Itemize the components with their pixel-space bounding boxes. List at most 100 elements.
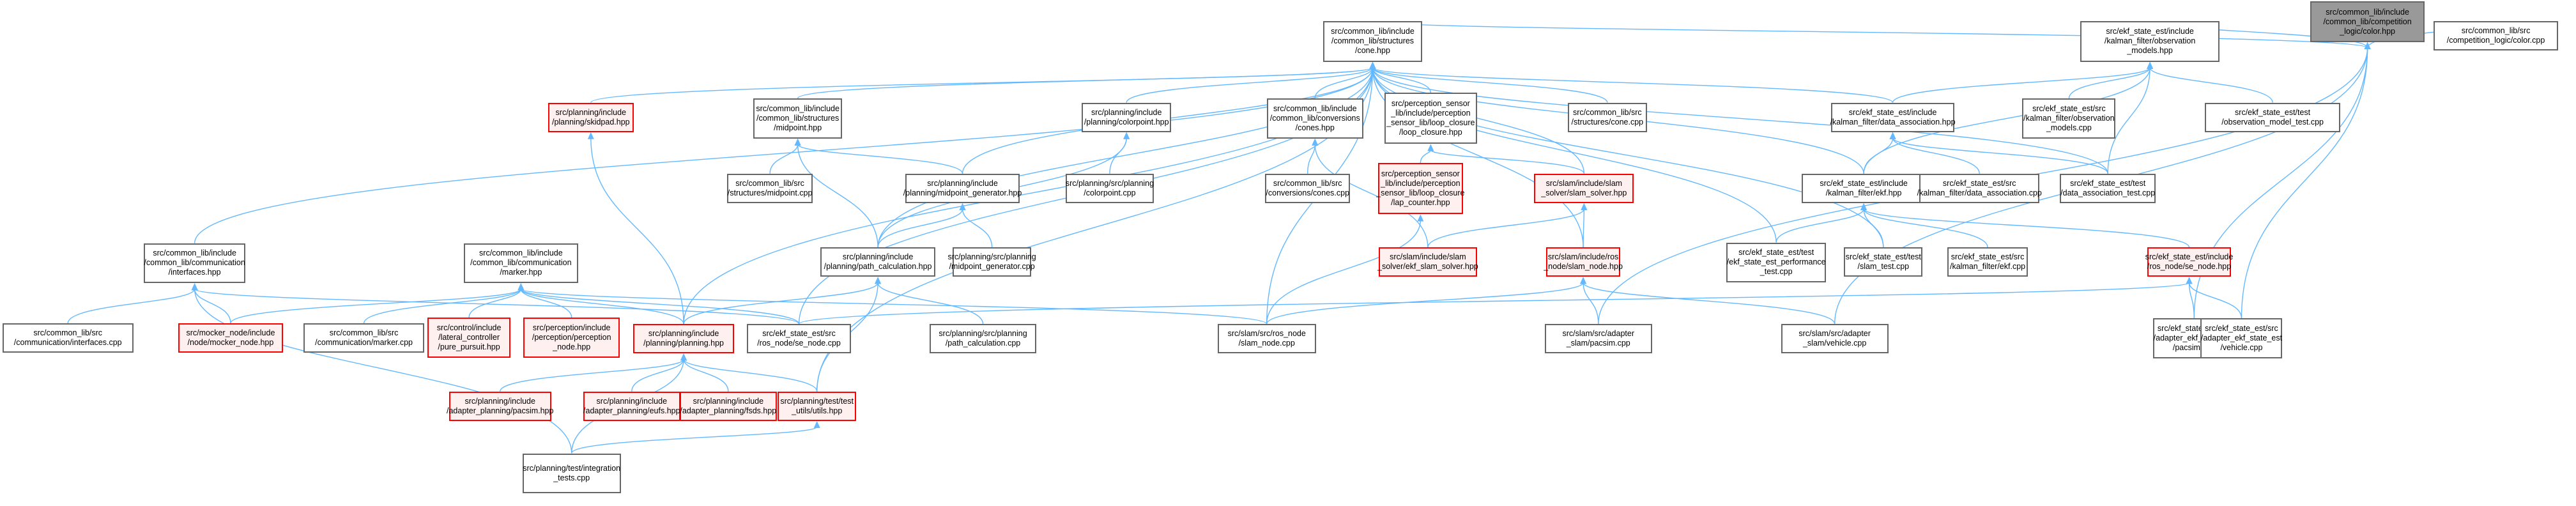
graph-node-slam-solver-hpp[interactable]: src/slam/include/slam _solver/slam_solve… [1534,173,1634,203]
edge-planning-hpp-to-skidpad-hpp [590,137,684,325]
graph-node-se-node-cpp[interactable]: src/ekf_state_est/src /ros_node/se_node.… [746,324,852,354]
arrowhead-icon [1860,203,1867,210]
graph-node-colorpoint-cpp[interactable]: src/planning/src/planning /colorpoint.cp… [1066,173,1154,203]
graph-node-cone-cpp[interactable]: src/common_lib/src /structures/cone.cpp [1567,102,1647,132]
edge-ekf-perf-test-cpp-to-ekf-hpp [1775,208,1864,243]
edge-midpoint-cpp-to-midpoint-hpp [769,144,799,174]
graph-node-skidpad-hpp[interactable]: src/planning/include /planning/skidpad.h… [548,102,634,132]
graph-node-marker-cpp[interactable]: src/common_lib/src /communication/marker… [303,323,425,353]
graph-node-adapter-vehicle-cpp[interactable]: src/slam/src/adapter _slam/vehicle.cpp [1781,324,1889,354]
graph-node-obs-models-hpp[interactable]: src/ekf_state_est/include /kalman_filter… [2080,21,2220,62]
graph-node-colorpoint-hpp[interactable]: src/planning/include /planning/colorpoin… [1082,102,1171,132]
graph-node-loop-closure-hpp[interactable]: src/perception_sensor _lib/include/perce… [1384,93,1477,144]
arrowhead-icon [1889,132,1896,139]
edge-slam-solver-hpp-to-cone-hpp [1372,67,1585,174]
arrowhead-icon [1580,277,1587,284]
edge-colorpoint-hpp-to-cone-hpp [1126,67,1374,103]
edge-se-node-hpp-to-ekf-hpp [1863,208,2190,248]
graph-node-ekf-hpp[interactable]: src/ekf_state_est/include /kalman_filter… [1801,173,1926,203]
edge-ekf-cpp-to-ekf-hpp [1863,208,1988,248]
graph-node-obs-models-cpp[interactable]: src/ekf_state_est/src /kalman_filter/obs… [2022,98,2116,139]
arrowhead-icon [2186,277,2193,284]
arrowhead-icon [1312,138,1319,146]
edge-cone-cpp-to-cone-hpp [1372,67,1608,103]
graph-node-integration-tests-cpp[interactable]: src/planning/test/integration _tests.cpp [522,453,621,494]
graph-node-midpoint-gen-hpp[interactable]: src/planning/include /planning/midpoint_… [903,173,1022,203]
edge-integration-tests-cpp-to-utils-hpp [571,426,818,454]
edge-data-assoc-test-cpp-to-cone-hpp [1372,67,2108,174]
edge-planning-hpp-to-path-calc-hpp [683,282,878,325]
edge-utils-hpp-to-planning-hpp [683,358,818,392]
edge-planning-hpp-to-marker-hpp [520,288,684,325]
edge-ekf-adapter-pacsim-cpp-to-se-node-hpp [2188,282,2195,319]
graph-node-cones-cpp[interactable]: src/common_lib/src /conversions/cones.cp… [1265,173,1351,203]
edge-planning-fsds-hpp-to-planning-hpp [683,359,729,392]
edge-interfaces-cpp-to-interfaces-hpp [67,289,195,324]
edge-interfaces-hpp-to-cone-hpp [194,67,1374,243]
edge-cone-hpp-to-color-hpp [1372,20,2368,49]
edge-marker-cpp-to-marker-hpp [363,288,522,324]
graph-node-planning-hpp[interactable]: src/planning/include /planning/planning.… [632,324,735,354]
graph-node-planning-pacsim-hpp[interactable]: src/planning/include /adapter_planning/p… [447,391,553,421]
edge-mocker-node-hpp-to-interfaces-hpp [194,289,231,324]
edge-data-assoc-test-cpp-to-data-assoc-hpp [1892,137,2108,174]
graph-node-midpoint-cpp[interactable]: src/common_lib/src /structures/midpoint.… [726,173,813,203]
graph-node-midpoint-hpp[interactable]: src/common_lib/include /common_lib/struc… [753,98,843,139]
graph-node-slam-test-cpp[interactable]: src/ekf_state_est/test /slam_test.cpp [1844,247,1923,277]
graph-node-path-calc-cpp[interactable]: src/planning/src/planning /path_calculat… [930,324,1036,354]
graph-node-obs-model-test-cpp[interactable]: src/ekf_state_est/test /observation_mode… [2204,102,2341,132]
graph-node-planning-eufs-hpp[interactable]: src/planning/include /adapter_planning/e… [583,391,680,421]
graph-node-planning-fsds-hpp[interactable]: src/planning/include /adapter_planning/f… [679,391,777,421]
edge-ekf-adapter-vehicle-cpp-to-se-node-hpp [2188,282,2242,319]
edge-ekf-slam-solver-hpp-to-slam-solver-hpp [1427,208,1585,248]
edge-planning-eufs-hpp-to-planning-hpp [631,359,684,392]
edge-loop-closure-hpp-to-cone-hpp [1372,67,1432,93]
graph-node-midpoint-gen-cpp[interactable]: src/planning/src/planning /midpoint_gene… [947,247,1036,277]
edge-midpoint-hpp-to-cone-hpp [797,67,1374,99]
arrowhead-icon [680,353,687,361]
graph-node-mocker-node-hpp[interactable]: src/mocker_node/include /node/mocker_nod… [178,323,283,353]
edge-midpoint-gen-cpp-to-midpoint-gen-hpp [962,208,993,248]
edge-midpoint-gen-hpp-to-midpoint-hpp [797,144,963,174]
graph-node-ekf-adapter-vehicle-cpp[interactable]: src/ekf_state_est/src /adapter_ekf_state… [2200,318,2283,358]
graph-node-utils-hpp[interactable]: src/planning/test/test _utils/utils.hpp [778,391,857,421]
graph-node-slam-node-cpp[interactable]: src/slam/src/ros_node /slam_node.cpp [1217,324,1316,354]
arrowhead-icon [1123,132,1130,139]
graph-node-ekf-perf-test-cpp[interactable]: src/ekf_state_est/test /ekf_state_est_pe… [1726,242,1827,283]
graph-node-se-node-hpp[interactable]: src/ekf_state_est/include /ros_node/se_n… [2145,247,2233,277]
edge-path-calc-hpp-to-midpoint-hpp [797,144,878,248]
graph-node-cones-hpp[interactable]: src/common_lib/include /common_lib/conve… [1266,98,1363,139]
edge-adapter-pacsim-cpp-to-slam-node-hpp [1583,282,1599,325]
graph-node-ekf-slam-solver-hpp[interactable]: src/slam/include/slam _solver/ekf_slam_s… [1377,247,1478,277]
edge-integration-tests-cpp-to-interfaces-hpp [194,289,572,454]
graph-node-pure-pursuit-hpp[interactable]: src/control/include /lateral_controller … [427,318,510,358]
arrowhead-icon [959,203,966,210]
graph-node-data-assoc-hpp[interactable]: src/ekf_state_est/include /kalman_filter… [1830,102,1956,132]
arrowhead-icon [1417,214,1424,222]
graph-node-data-assoc-test-cpp[interactable]: src/ekf_state_est/test /data_association… [2060,173,2156,203]
graph-node-marker-hpp[interactable]: src/common_lib/include /common_lib/commu… [463,243,578,284]
edge-slam-solver-hpp-to-loop-closure-hpp [1430,149,1585,174]
edge-ekf-adapter-vehicle-cpp-to-color-hpp [2241,47,2368,319]
graph-node-color-hpp[interactable]: src/common_lib/include /common_lib/compe… [2310,1,2425,42]
graph-node-interfaces-cpp[interactable]: src/common_lib/src /communication/interf… [2,323,134,353]
graph-node-path-calc-hpp[interactable]: src/planning/include /planning/path_calc… [820,247,936,277]
graph-node-adapter-pacsim-cpp[interactable]: src/slam/src/adapter _slam/pacsim.cpp [1544,324,1652,354]
graph-node-slam-node-hpp[interactable]: src/slam/include/ros _node/slam_node.hpp [1544,247,1623,277]
edge-obs-model-test-cpp-to-obs-models-hpp [2149,67,2273,103]
edge-path-calc-cpp-to-path-calc-hpp [877,282,984,325]
edge-skidpad-hpp-to-cone-hpp [590,67,1374,103]
graph-node-lap-counter-hpp[interactable]: src/perception_sensor _lib/include/perce… [1376,163,1465,215]
graph-node-data-assoc-cpp[interactable]: src/ekf_state_est/src /kalman_filter/dat… [1917,173,2042,203]
edge-ekf-slam-solver-hpp-to-cones-hpp [1314,144,1429,248]
graph-node-interfaces-hpp[interactable]: src/common_lib/include /common_lib/commu… [144,243,245,284]
edge-ekf-hpp-to-data-assoc-hpp [1863,137,1894,174]
edge-data-assoc-test-cpp-to-obs-models-hpp [2107,67,2150,174]
graph-node-ekf-cpp[interactable]: src/ekf_state_est/src /kalman_filter/ekf… [1947,247,2028,277]
graph-node-cone-hpp[interactable]: src/common_lib/include /common_lib/struc… [1323,21,1422,62]
edge-slam-test-cpp-to-ekf-hpp [1863,208,1884,248]
arrowhead-icon [2147,61,2154,69]
graph-node-perception-node-hpp[interactable]: src/perception/include /perception/perce… [523,318,620,358]
graph-node-color-cpp[interactable]: src/common_lib/src /competition_logic/co… [2434,21,2558,51]
edge-data-assoc-cpp-to-data-assoc-hpp [1892,137,1980,174]
